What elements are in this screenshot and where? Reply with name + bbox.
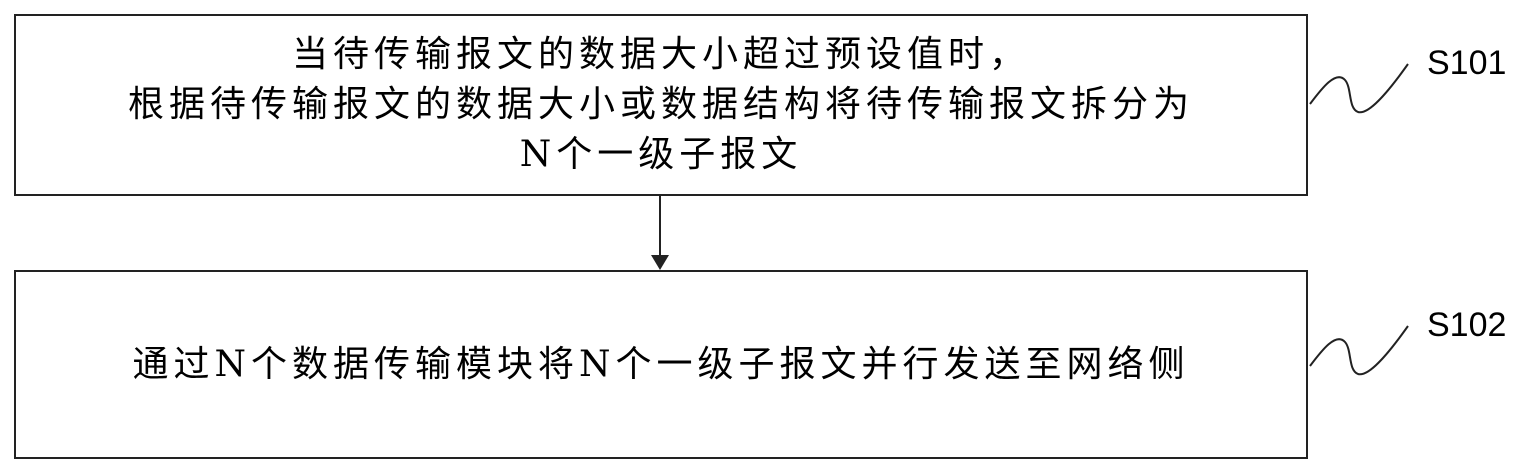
step-s102-line-1: 通过N个数据传输模块将N个一级子报文并行发送至网络侧 [132, 343, 1190, 385]
step-s101-line-3: N个一级子报文 [519, 134, 803, 175]
step-s101-id: S101 [1427, 44, 1507, 82]
flow-arrow-head [651, 255, 669, 270]
s102-leader-curve [1309, 325, 1409, 376]
step-s102-box: 通过N个数据传输模块将N个一级子报文并行发送至网络侧 [14, 270, 1308, 459]
step-s101-box: 当待传输报文的数据大小超过预设值时， 根据待传输报文的数据大小或数据结构将待传输… [14, 14, 1308, 196]
s101-leader-curve [1309, 63, 1409, 114]
step-s102-id: S102 [1427, 306, 1507, 344]
step-s101-line-2: 根据待传输报文的数据大小或数据结构将待传输报文拆分为 [127, 84, 1194, 125]
step-s101-line-1: 当待传输报文的数据大小超过预设值时， [291, 34, 1030, 75]
